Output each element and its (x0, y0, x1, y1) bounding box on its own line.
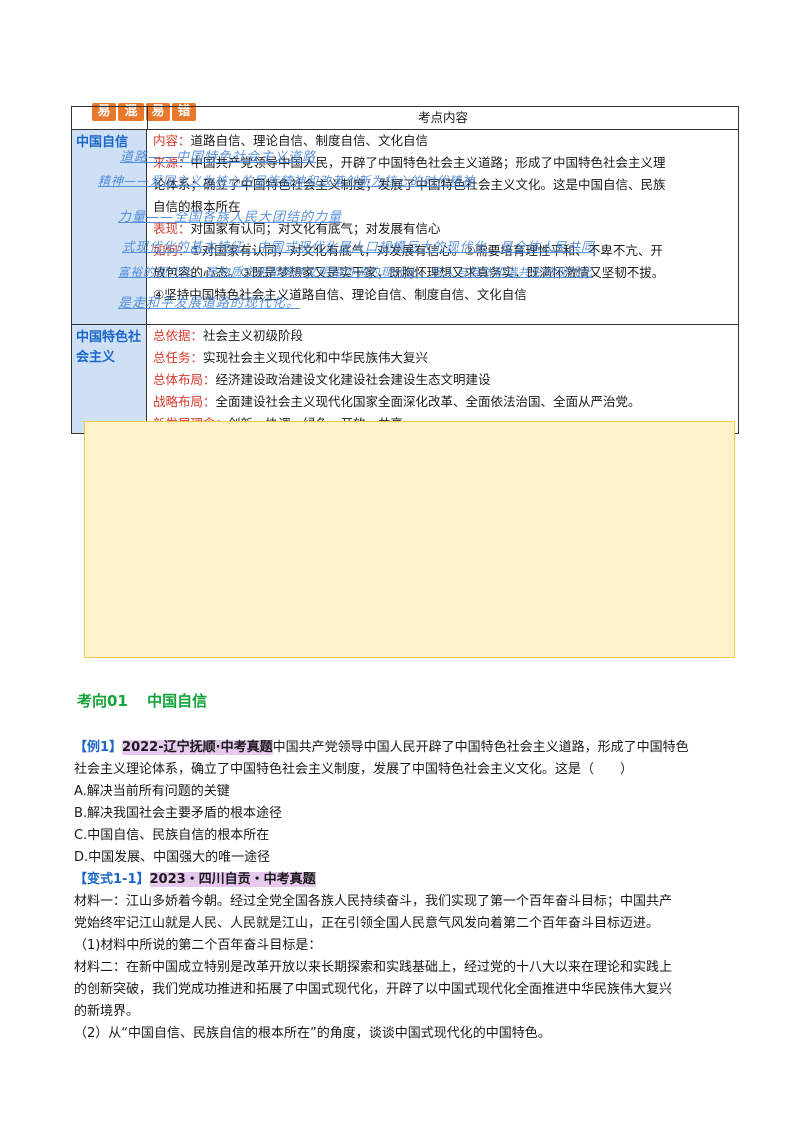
badge-char: 易 (92, 103, 116, 121)
example-stem-line: 社会主义理论体系，确立了中国特色社会主义制度，发展了中国特色社会主义文化。这是（… (74, 762, 634, 777)
content-line: ④坚持中国特色社会主义道路自信、理论自信、制度自信、文化自信 (153, 284, 732, 306)
option-a: A.解决当前所有问题的关键 (74, 784, 230, 799)
content-value: 论体系；确立了中国特色社会主义制度；发展了中国特色社会主义文化。这是中国自信、民… (153, 177, 666, 192)
option-c: C.中国自信、民族自信的根本所在 (74, 828, 270, 843)
content-value: 中国共产党领导中国人民，开辟了中国特色社会主义道路；形成了中国特色社会主义理 (190, 155, 666, 170)
handwritten-note: 是走和平发展道路的现代化。 (118, 296, 301, 311)
content-value: 全面建设社会主义现代化国家全面深化改革、全面依法治国、全面从严治党。 (215, 394, 641, 409)
content-line: 如何：①对国家有认同，对文化有底气，对发展有信心。②需要培育理性平和、不卑不亢、… (153, 240, 732, 262)
example-stem: 【例1】2022-辽宁抚顺·中考真题中国共产党领导中国人民开辟了中国特色社会主义… (74, 737, 730, 759)
notes-box (84, 421, 735, 658)
variant-tag: 【变式1-1】 (74, 872, 150, 887)
content-key: 总依据： (153, 328, 204, 343)
row-content: 总依据：社会主义初级阶段总任务：实现社会主义现代化和中华民族伟大复兴总体布局：经… (147, 325, 738, 433)
content-value: ④坚持中国特色社会主义道路自信、理论自信、制度自信、文化自信 (153, 287, 527, 302)
content-line: 内容：道路自信、理论自信、制度自信、文化自信 (153, 130, 732, 152)
content-key: 如何： (153, 243, 191, 258)
example-source: 2022-辽宁抚顺·中考真题 (122, 740, 273, 755)
content-key: 总任务： (153, 350, 204, 365)
table-header-label: 考点内容 (417, 110, 468, 125)
handwritten-note: 道路——中国特色社会主义道路 (120, 150, 317, 165)
row-content: 内容：道路自信、理论自信、制度自信、文化自信来源：中国共产党领导中国人民，开辟了… (147, 130, 738, 324)
content-value: 经济建设政治建设文化建设社会建设生态文明建设 (215, 372, 491, 387)
example-stem-line: 中国共产党领导中国人民开辟了中国特色社会主义道路，形成了中国特色 (272, 740, 689, 755)
content-key: 内容： (153, 133, 191, 148)
handwritten-note: 式现代化的基本特征：中国式现代化是人口规模巨大的现代化、是全体人民共同 (122, 239, 595, 254)
variant-line: （2）从“中国自信、民族自信的根本所在”的角度，谈谈中国式现代化的中国特色。 (74, 1026, 551, 1041)
table-row-socialism: 中国特色社会主义 总依据：社会主义初级阶段总任务：实现社会主义现代化和中华民族伟… (72, 325, 738, 433)
section-title: 考向01 中国自信 (77, 690, 221, 711)
content-key: 战略布局： (153, 394, 216, 409)
variant-source: 2023・四川自贡・中考真题 (149, 872, 316, 887)
content-line: 表现：对国家有认同；对文化有底气；对发展有信心 (153, 218, 732, 240)
content-key: 表现： (153, 221, 191, 236)
variant-line: 材料一：江山多娇着今朝。经过全党全国各族人民持续奋斗，我们实现了第一个百年奋斗目… (74, 894, 673, 909)
badge-char: 混 (118, 103, 144, 121)
handwritten-note: 力量——全国各族人民大团结的力量 (118, 210, 343, 225)
table-header: 考点内容 (72, 107, 738, 130)
variant-line: 材料二：在新中国成立特别是改革开放以来长期探索和实践基础上，经过党的十八大以来在… (74, 960, 673, 975)
badge-char: 易 (146, 103, 170, 121)
option-d: D.中国发展、中国强大的唯一途径 (74, 850, 271, 865)
example-tag: 【例1】 (74, 740, 123, 755)
content-key: 来源： (153, 155, 191, 170)
variant-header: 【变式1-1】2023・四川自贡・中考真题 (74, 869, 730, 891)
badge-char: 错 (172, 103, 196, 121)
content-line: 自信的根本所在 (153, 196, 732, 218)
content-line: 总任务：实现社会主义现代化和中华民族伟大复兴 (153, 347, 732, 369)
content-line: 总依据：社会主义初级阶段 (153, 325, 732, 347)
option-b: B.解决我国社会主要矛盾的根本途径 (74, 806, 283, 821)
content-line: 来源：中国共产党领导中国人民，开辟了中国特色社会主义道路；形成了中国特色社会主义… (153, 152, 732, 174)
variant-line: （1)材料中所说的第二个百年奋斗目标是： (74, 938, 322, 953)
content-line: 总体布局：经济建设政治建设文化建设社会建设生态文明建设 (153, 369, 732, 391)
handwritten-note: 富裕的现代化、是物质文明和精神文明相协调的现代化、是人与自然和谐共生的现代化 (118, 265, 593, 279)
variant-line: 的创新突破，我们党成功推进和拓展了中国式现代化，开辟了以中国式现代化全面推进中华… (74, 982, 673, 997)
content-value: 社会主义初级阶段 (203, 328, 304, 343)
section-name: 中国自信 (147, 692, 208, 710)
content-value: 道路自信、理论自信、制度自信、文化自信 (190, 133, 429, 148)
variant-line: 的新境界。 (74, 1004, 140, 1019)
table-row-china-confidence: 中国自信 内容：道路自信、理论自信、制度自信、文化自信来源：中国共产党领导中国人… (72, 130, 738, 325)
content-key: 总体布局： (153, 372, 216, 387)
content-line: 放包容的心态。③既是梦想家又是实干家，既胸怀理想又求真务实，既满怀激情又坚韧不拔… (153, 262, 732, 284)
content-value: 对国家有认同；对文化有底气；对发展有信心 (190, 221, 441, 236)
row-title: 中国自信 (72, 130, 147, 324)
row-title: 中国特色社会主义 (72, 325, 147, 433)
content-line: 战略布局：全面建设社会主义现代化国家全面深化改革、全面依法治国、全面从严治党。 (153, 391, 732, 413)
content-line: 论体系；确立了中国特色社会主义制度；发展了中国特色社会主义文化。这是中国自信、民… (153, 174, 732, 196)
content-value: 自信的根本所在 (153, 199, 241, 214)
handwritten-note: 精神——爱国主义为核心的民族精神和改革创新为核心的时代精神 (98, 174, 476, 188)
yihun-yicuo-badge: 易 混 易 错 (92, 103, 196, 121)
variant-line: 党始终牢记江山就是人民、人民就是江山，正在引领全国人民意气风发向着第二个百年奋斗… (74, 916, 660, 931)
section-number: 考向01 (77, 692, 128, 710)
content-value: 放包容的心态。③既是梦想家又是实干家，既胸怀理想又求真务实，既满怀激情又坚韧不拔… (153, 265, 665, 280)
key-points-table: 考点内容 中国自信 内容：道路自信、理论自信、制度自信、文化自信来源：中国共产党… (71, 106, 739, 434)
content-value: ①对国家有认同，对文化有底气，对发展有信心。②需要培育理性平和、不卑不亢、开 (190, 243, 663, 258)
content-value: 实现社会主义现代化和中华民族伟大复兴 (203, 350, 429, 365)
